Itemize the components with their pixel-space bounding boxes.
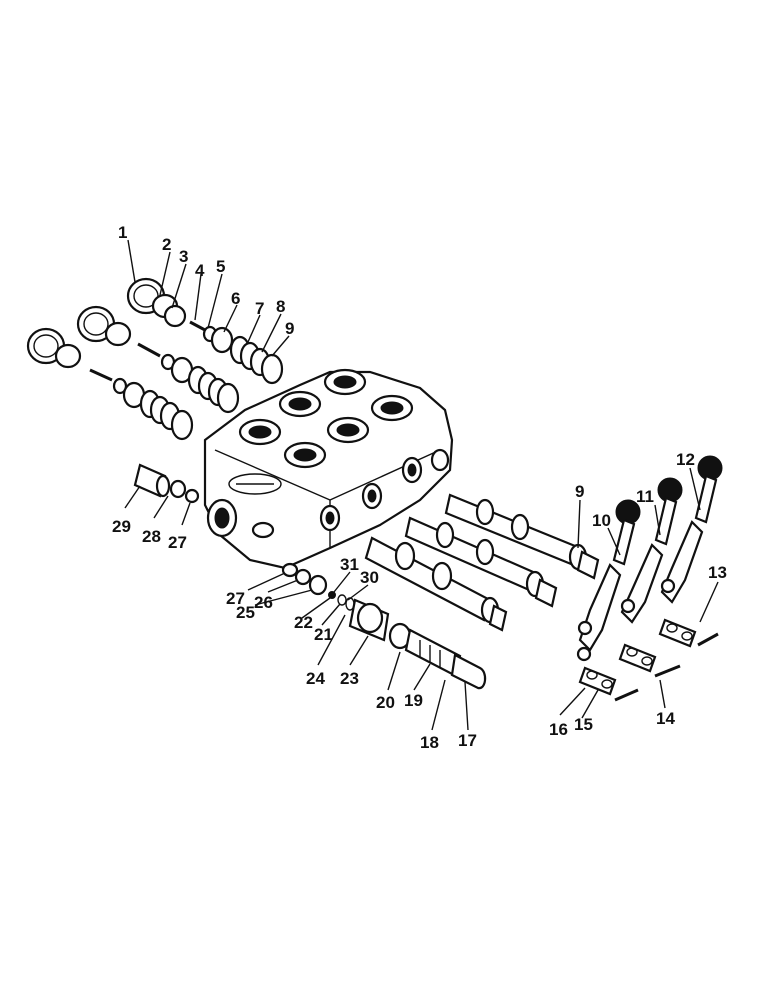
callout-21: 21 [314, 625, 333, 644]
control-lever-middle [620, 477, 683, 624]
callout-4: 4 [195, 261, 205, 280]
callout-19: 19 [404, 691, 423, 710]
control-lever-right [660, 455, 723, 604]
spool-middle [404, 516, 558, 608]
callout-9-lower: 9 [575, 482, 584, 501]
spool-lower [364, 536, 508, 632]
callout-15: 15 [574, 715, 593, 734]
callout-24: 24 [306, 669, 325, 688]
callout-7: 7 [255, 299, 264, 318]
spool-upper [444, 493, 600, 580]
spool-end-assembly-bottom [26, 327, 194, 441]
callout-14: 14 [656, 709, 675, 728]
callout-13: 13 [708, 563, 727, 582]
callout-29: 29 [112, 517, 131, 536]
callout-11: 11 [636, 487, 654, 506]
callout-16: 16 [549, 720, 568, 739]
callout-26: 26 [254, 593, 273, 612]
link-assembly [578, 618, 719, 702]
callout-5: 5 [216, 257, 225, 276]
callout-12: 12 [676, 450, 695, 469]
leader-lines [124, 239, 719, 731]
lower-fitting-assembly [281, 562, 487, 690]
callout-22: 22 [294, 613, 313, 632]
callout-1: 1 [118, 223, 127, 242]
callout-25: 25 [236, 603, 255, 622]
callout-18: 18 [420, 733, 439, 752]
callout-30: 30 [360, 568, 379, 587]
callout-10: 10 [592, 511, 611, 530]
callout-labels: 1 2 3 4 5 6 7 8 9 9 10 11 12 13 14 15 16… [112, 223, 727, 752]
callout-27-lower: 27 [226, 589, 245, 608]
spool-end-assembly-middle [76, 305, 240, 414]
callout-8: 8 [276, 297, 285, 316]
callout-27-upper: 27 [168, 533, 187, 552]
spool-end-assembly-top [126, 277, 284, 385]
callout-28: 28 [142, 527, 161, 546]
callout-20: 20 [376, 693, 395, 712]
callout-6: 6 [231, 289, 240, 308]
relief-fitting-assembly [133, 463, 200, 504]
callout-2: 2 [162, 235, 171, 254]
callout-23: 23 [340, 669, 359, 688]
callout-3: 3 [179, 247, 188, 266]
callout-31: 31 [340, 555, 359, 574]
control-lever-left [576, 499, 641, 662]
valve-body [203, 368, 454, 570]
callout-9-upper: 9 [285, 319, 294, 338]
callout-17: 17 [458, 731, 477, 750]
